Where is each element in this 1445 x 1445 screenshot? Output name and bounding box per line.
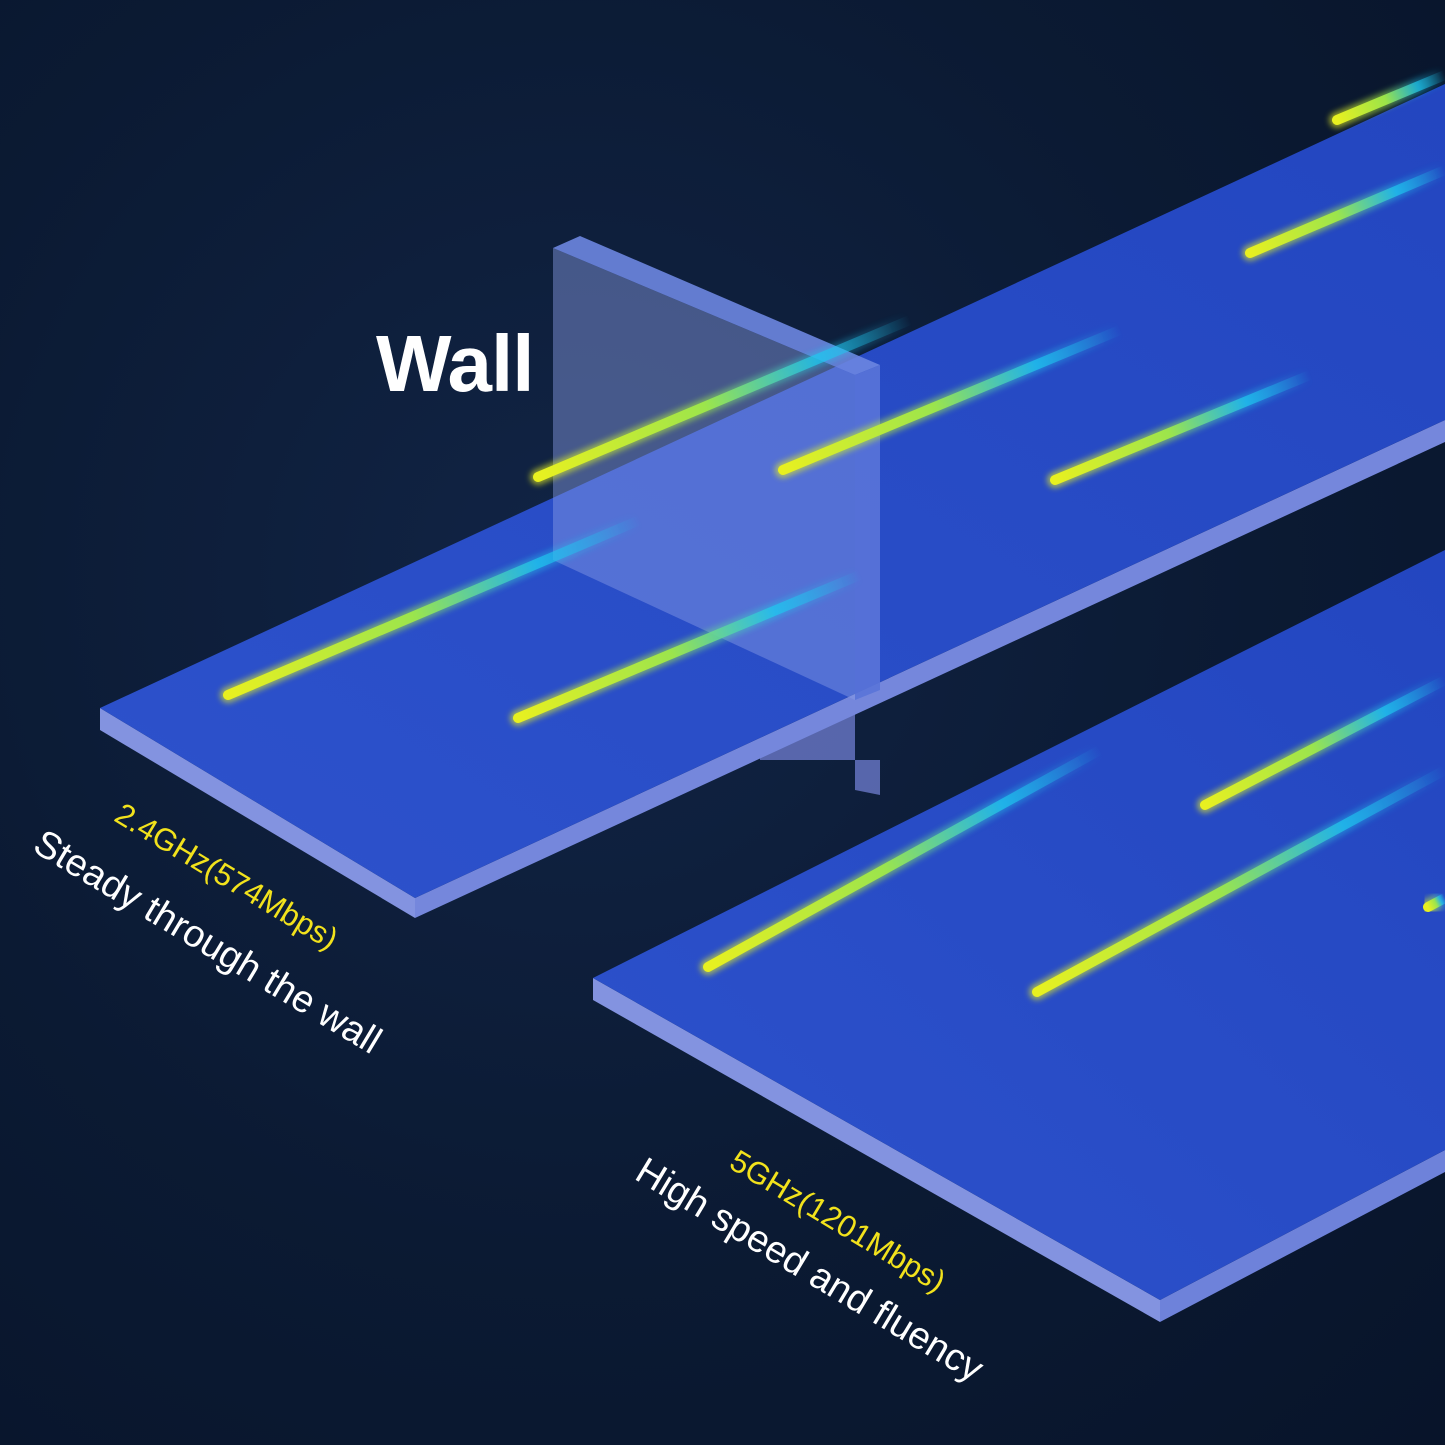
signal-streak	[778, 325, 1125, 475]
wall	[553, 236, 880, 700]
wall-label: Wall	[376, 319, 534, 408]
wall-lower	[760, 700, 880, 795]
platform-5ghz	[593, 550, 1445, 1322]
platform-24ghz	[100, 84, 1445, 918]
signal-streak	[223, 515, 645, 700]
signal-streak	[533, 315, 915, 482]
signal-streak	[1423, 893, 1445, 912]
signal-streak	[1200, 675, 1445, 810]
signal-streak	[703, 745, 1105, 972]
signal-streak	[513, 570, 865, 723]
signal-streak	[1032, 765, 1445, 997]
signal-streaks	[220, 67, 1445, 1000]
signal-streak	[1245, 165, 1445, 258]
signal-streak	[1050, 370, 1315, 485]
signal-streak	[1332, 70, 1445, 125]
